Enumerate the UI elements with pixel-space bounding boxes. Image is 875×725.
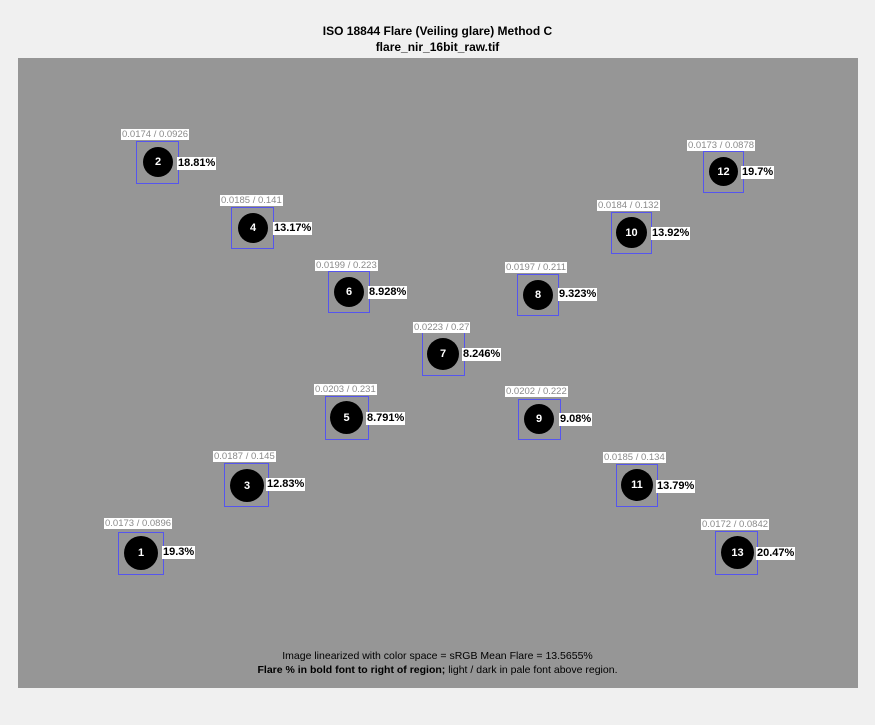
patch-label: 10 (616, 217, 647, 248)
flare-percent: 8.791% (366, 412, 406, 425)
patch-label: 6 (334, 277, 364, 307)
figure-subtitle-filename: flare_nir_16bit_raw.tif (375, 40, 500, 54)
light-dark-ratio: 0.0203 / 0.231 (314, 384, 377, 395)
patch-label: 5 (330, 401, 363, 434)
light-dark-ratio: 0.0173 / 0.0878 (687, 140, 756, 151)
flare-percent: 13.79% (656, 480, 696, 493)
light-dark-ratio: 0.0185 / 0.141 (220, 195, 283, 206)
light-dark-ratio: 0.0172 / 0.0842 (701, 519, 770, 530)
light-dark-ratio: 0.0184 / 0.132 (597, 200, 660, 211)
flare-percent: 13.17% (273, 222, 313, 235)
flare-percent: 8.246% (462, 348, 502, 361)
light-dark-ratio: 0.0223 / 0.27 (413, 322, 471, 333)
flare-percent: 9.08% (559, 413, 593, 426)
light-dark-ratio: 0.0185 / 0.134 (603, 452, 666, 463)
flare-percent: 19.7% (741, 166, 775, 179)
flare-percent: 19.3% (162, 546, 196, 559)
patch-label: 7 (427, 338, 459, 370)
footer-legend-rest: light / dark in pale font above region. (445, 664, 618, 676)
patch-label: 9 (524, 404, 554, 434)
patch-label: 12 (709, 157, 738, 186)
light-dark-ratio: 0.0199 / 0.223 (315, 260, 378, 271)
patch-label: 2 (143, 147, 173, 177)
image-plot-area: 1 19.3% 0.0173 / 0.0896 2 18.81% 0.0174 … (18, 58, 858, 688)
figure-title: ISO 18844 Flare (Veiling glare) Method C (322, 24, 553, 38)
patch-label: 1 (124, 536, 158, 570)
patch-label: 3 (230, 469, 264, 502)
footer-legend-bold: Flare % in bold font to right of region; (257, 664, 446, 676)
flare-percent: 8.928% (368, 286, 408, 299)
patch-label: 11 (621, 469, 653, 501)
light-dark-ratio: 0.0173 / 0.0896 (104, 518, 173, 529)
flare-percent: 13.92% (651, 227, 691, 240)
flare-percent: 9.323% (558, 288, 598, 301)
light-dark-ratio: 0.0187 / 0.145 (213, 451, 276, 462)
light-dark-ratio: 0.0202 / 0.222 (505, 386, 568, 397)
light-dark-ratio: 0.0174 / 0.0926 (121, 129, 190, 140)
flare-percent: 12.83% (266, 478, 306, 491)
footer-legend: Flare % in bold font to right of region;… (0, 664, 875, 676)
patch-label: 13 (721, 536, 754, 569)
patch-label: 4 (238, 213, 268, 243)
flare-percent: 18.81% (177, 157, 217, 170)
footer-summary: Image linearized with color space = sRGB… (282, 650, 593, 662)
light-dark-ratio: 0.0197 / 0.211 (505, 262, 568, 273)
patch-label: 8 (523, 280, 553, 310)
flare-percent: 20.47% (756, 547, 796, 560)
